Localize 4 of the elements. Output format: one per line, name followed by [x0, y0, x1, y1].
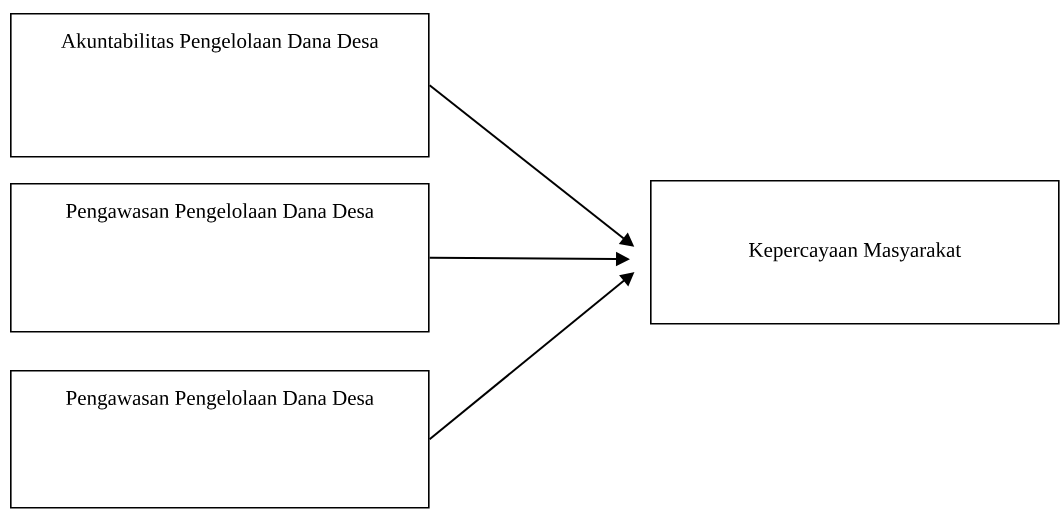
text-box: Kepercayaan Masyarakat — [650, 180, 1060, 325]
text-box: Akuntabilitas Pengelolaan Dana Desa — [10, 13, 430, 158]
text-box: Pengawasan Pengelolaan Dana Desa — [10, 370, 430, 509]
text-box: Pengawasan Pengelolaan Dana Desa — [10, 183, 430, 333]
